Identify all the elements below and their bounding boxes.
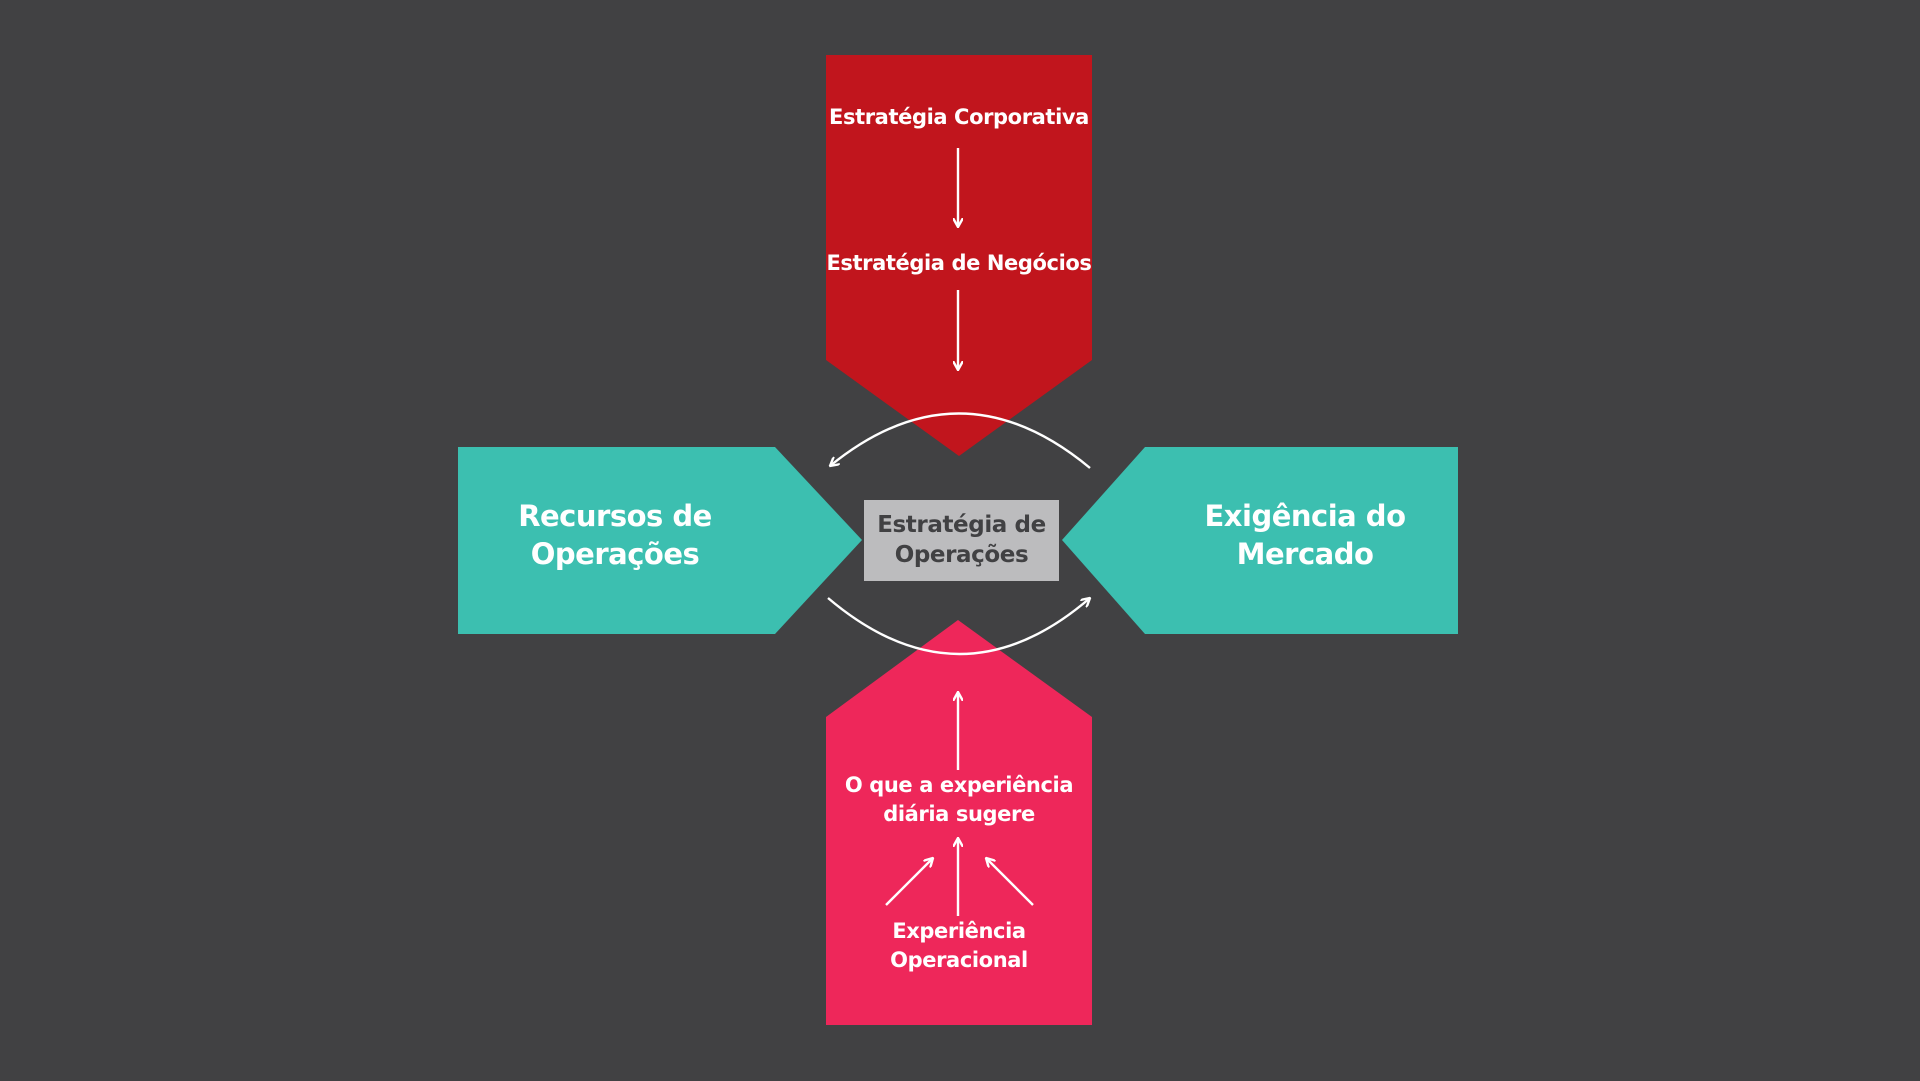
operational-experience-label: Experiência Operacional — [826, 917, 1092, 976]
corporate-strategy-label: Estratégia Corporativa — [829, 105, 1089, 129]
right-market-panel — [1062, 447, 1458, 634]
daily-experience-line2: diária sugere — [883, 802, 1035, 827]
left-resources-panel — [458, 447, 862, 634]
operational-experience-line2: Operacional — [890, 948, 1028, 973]
market-requirements-line1: Exigência do — [1204, 499, 1406, 533]
business-strategy-label: Estratégia de Negócios — [826, 251, 1092, 275]
bottom-experience-panel — [826, 620, 1092, 1025]
curved-arrow-bottom-icon — [827, 598, 1090, 656]
operations-strategy-line1: Estratégia de — [877, 511, 1046, 538]
arrow-up-left-icon — [986, 858, 1034, 906]
market-requirements-line2: Mercado — [1236, 536, 1374, 571]
curved-arrow-top-icon — [830, 412, 1091, 469]
operations-strategy-box: Estratégia de Operações — [864, 500, 1059, 581]
top-corporate-panel — [826, 55, 1092, 456]
operations-resources-label: Recursos de Operações — [470, 498, 760, 573]
arrow-up-right-icon — [885, 858, 933, 906]
market-requirements-label: Exigência do Mercado — [1160, 498, 1450, 573]
daily-experience-label: O que a experiência diária sugere — [826, 771, 1092, 830]
operations-strategy-line2: Operações — [894, 541, 1029, 568]
operations-resources-line2: Operações — [530, 536, 700, 571]
operations-resources-line1: Recursos de — [518, 499, 712, 533]
operational-experience-line1: Experiência — [892, 919, 1026, 943]
daily-experience-line1: O que a experiência — [844, 773, 1074, 797]
